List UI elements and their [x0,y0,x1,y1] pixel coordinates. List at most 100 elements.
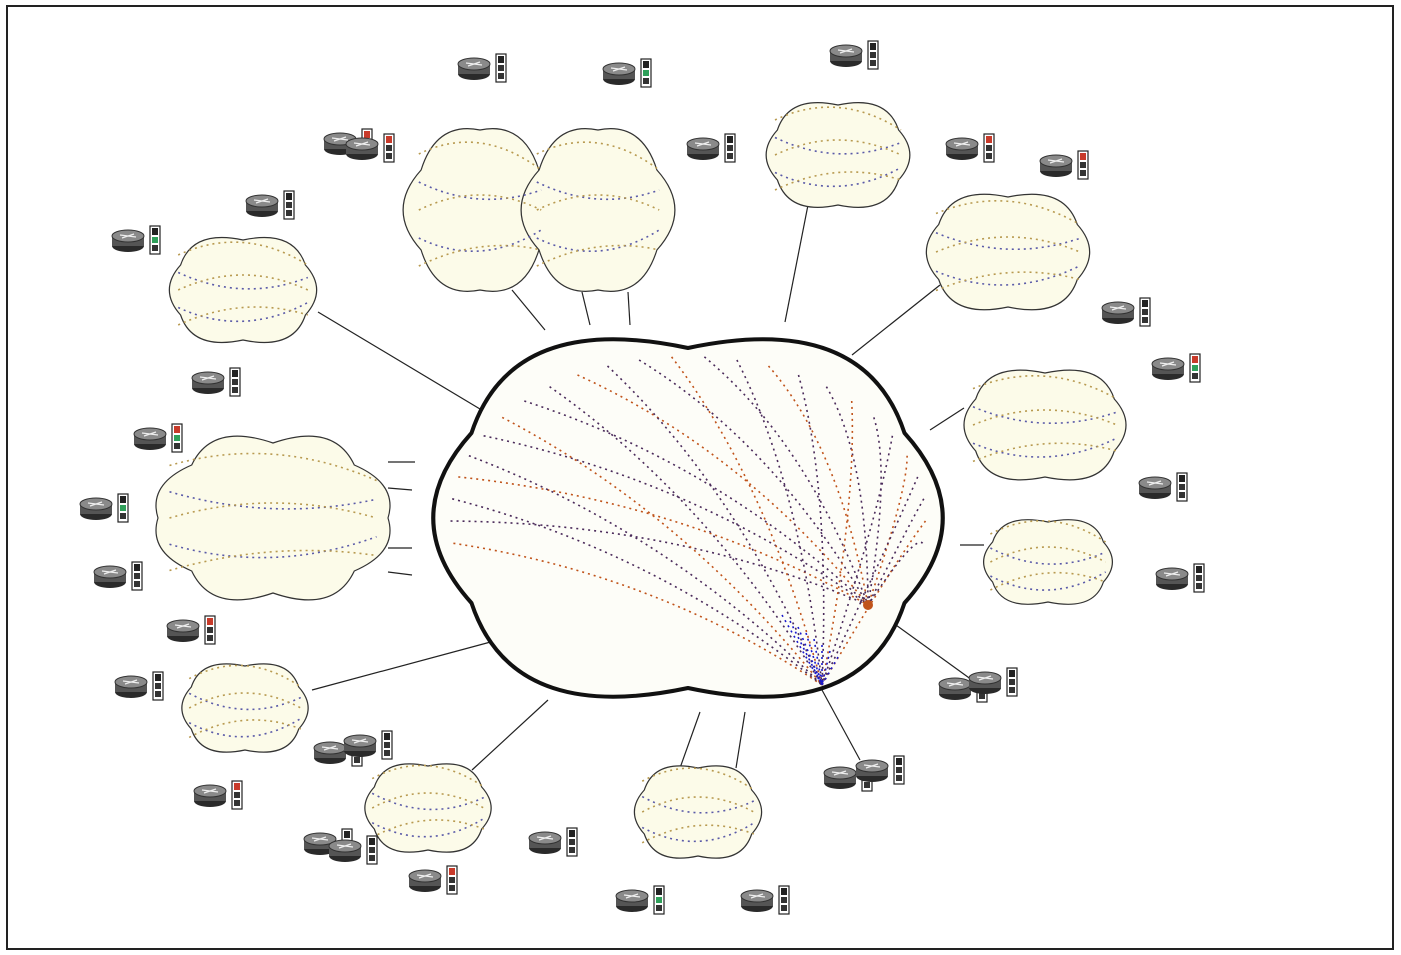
traffic-path [867,455,908,606]
status-indicator-icon [366,835,378,865]
status-indicator-icon [229,367,241,397]
traffic-path [641,796,755,813]
traffic-path [371,792,485,809]
status-indicator-icon [152,671,164,701]
router-icon[interactable] [615,885,665,915]
router-icon[interactable] [968,667,1018,697]
status-indicator-icon [1077,150,1089,180]
router-icon[interactable] [245,190,295,220]
sub-network-cloud-right-lower[interactable] [983,519,1113,605]
status-indicator-icon [1176,472,1188,502]
status-indicator-icon [983,133,995,163]
network-link [627,291,631,326]
router-icon[interactable] [855,755,905,785]
router-icon[interactable] [345,133,395,163]
router-icon[interactable] [740,885,790,915]
traffic-path [774,139,902,156]
router-icon[interactable] [1138,472,1188,502]
network-link [679,711,701,769]
sub-network-cloud-left-large[interactable] [155,435,391,601]
router-icon[interactable] [191,367,241,397]
traffic-path [177,301,309,323]
router-icon[interactable] [1039,150,1089,180]
status-indicator-icon [566,827,578,857]
network-link [317,311,491,416]
network-link [387,487,413,491]
traffic-path [821,400,854,686]
traffic-path [736,359,823,686]
traffic-path [177,271,309,290]
traffic-hotspot [863,600,873,610]
router-icon[interactable] [686,133,736,163]
traffic-path [641,824,755,844]
network-link [821,689,861,761]
status-indicator-icon [640,58,652,88]
status-indicator-icon [1193,563,1205,593]
status-indicator-icon [653,885,665,915]
status-indicator-icon [1006,667,1018,697]
network-link [511,289,546,331]
core-network-cloud[interactable] [431,337,945,699]
traffic-path [935,265,1081,286]
status-indicator-icon [867,40,879,70]
traffic-path [606,365,823,686]
sub-network-cloud-left-lower[interactable] [181,663,309,753]
router-icon[interactable] [408,865,458,895]
sub-network-cloud-top-right[interactable] [765,102,911,208]
sub-network-cloud-right-middle[interactable] [963,369,1127,481]
traffic-path [774,166,902,188]
router-icon[interactable] [1101,297,1151,327]
router-icon[interactable] [328,835,378,865]
traffic-path [774,136,902,155]
router-icon[interactable] [114,671,164,701]
traffic-path [990,546,1106,563]
traffic-path [781,614,823,686]
traffic-path [670,356,823,686]
router-icon[interactable] [457,53,507,83]
traffic-path [188,692,302,709]
traffic-path [577,374,869,606]
router-icon[interactable] [111,225,161,255]
traffic-path [458,476,869,606]
traffic-path [703,356,869,606]
router-icon[interactable] [93,561,143,591]
router-icon[interactable] [528,827,578,857]
traffic-path [536,141,660,171]
devices-layer [79,40,1205,915]
sub-network-cloud-right-upper[interactable] [925,193,1091,311]
traffic-path [990,520,1107,543]
sub-network-cloud-bottom-center[interactable] [633,765,763,859]
sub-network-cloud-top-left[interactable] [168,236,318,344]
status-indicator-icon [381,730,393,760]
status-indicator-icon [117,493,129,523]
network-link [929,407,965,431]
router-icon[interactable] [193,780,243,810]
status-indicator-icon [778,885,790,915]
router-icon[interactable] [1151,353,1201,383]
network-link [784,204,809,323]
traffic-path [821,476,919,686]
network-link [387,571,413,576]
traffic-path [524,400,869,606]
sub-network-cloud-bottom-left[interactable] [364,763,492,853]
router-icon[interactable] [166,615,216,645]
status-indicator-icon [495,53,507,83]
router-icon[interactable] [829,40,879,70]
traffic-path [821,520,927,686]
router-icon[interactable] [945,133,995,163]
router-icon[interactable] [343,730,393,760]
traffic-path [177,306,309,326]
traffic-path [450,520,869,606]
network-link [851,284,941,356]
router-icon[interactable] [79,493,129,523]
router-icon[interactable] [133,423,183,453]
router-icon[interactable] [1155,563,1205,593]
traffic-path [188,664,302,688]
links-layer [311,204,984,771]
router-icon[interactable] [602,58,652,88]
traffic-path [867,498,925,606]
status-indicator-icon [231,780,243,810]
sub-network-cloud-top-center-right[interactable] [520,128,676,292]
status-indicator-icon [171,423,183,453]
status-indicator-icon [131,561,143,591]
